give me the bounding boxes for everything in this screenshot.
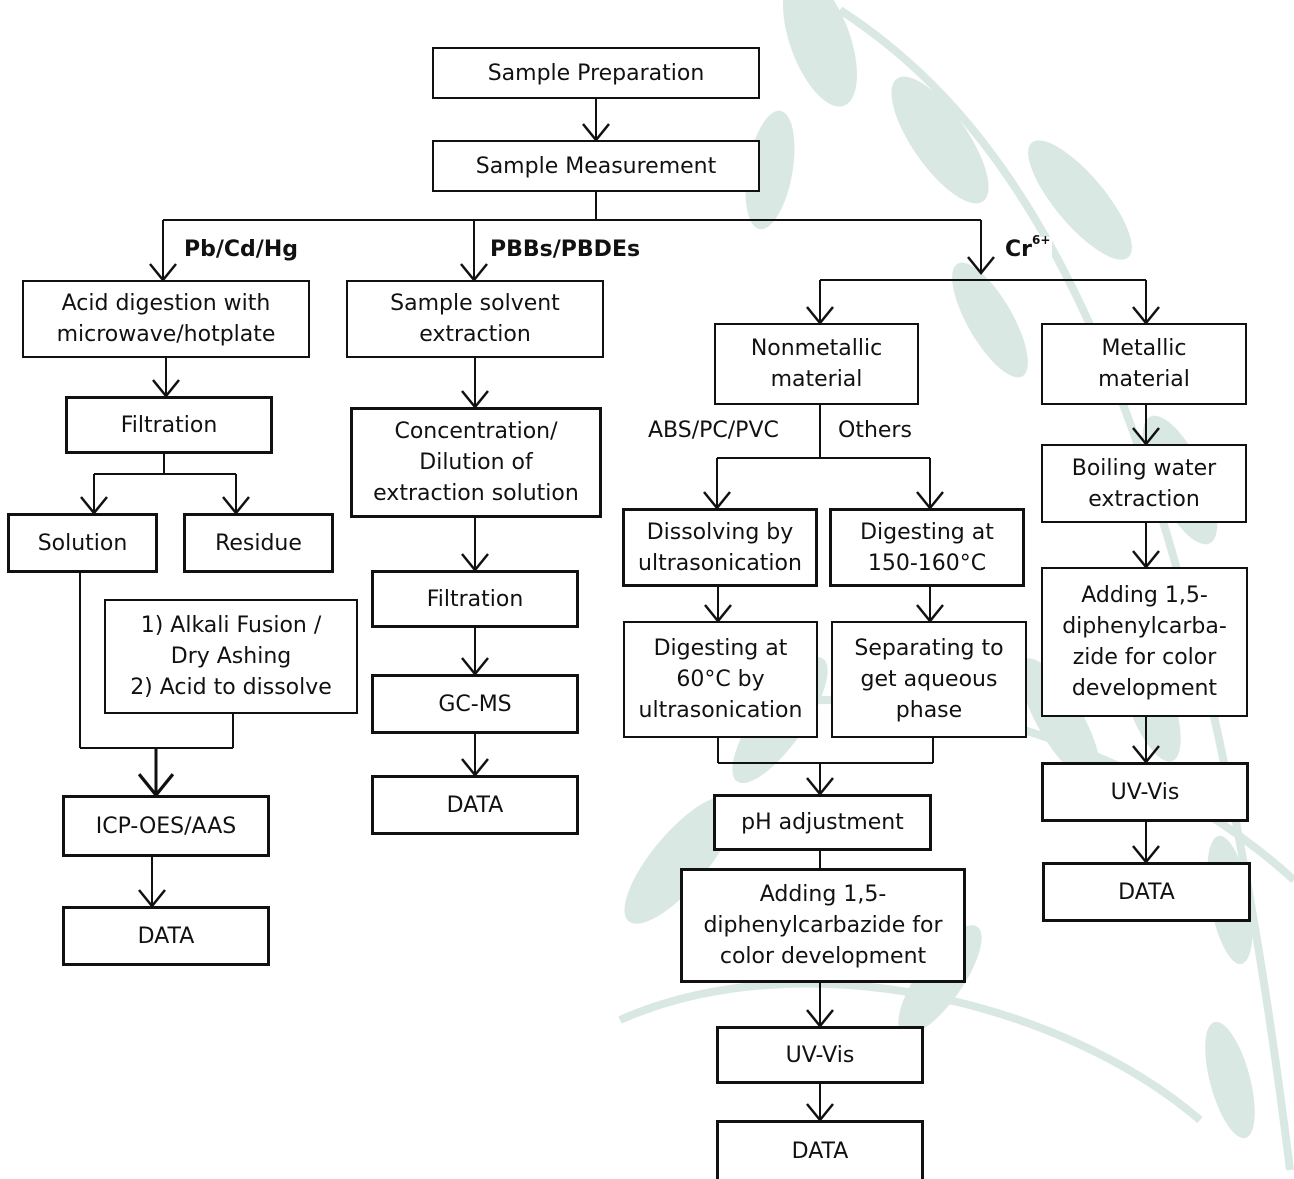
label-cr6-text: Cr [1005,237,1032,262]
leaf-shape-5 [952,262,1028,378]
node-adding-diphenylcarbazide-1: Adding 1,5- diphenylcarbazide for color … [680,868,966,983]
leaf-shape-13 [1205,1021,1255,1139]
node-adding-diphenylcarbazide-2: Adding 1,5- diphenylcarba- zide for colo… [1041,567,1248,717]
node-gc-ms: GC-MS [371,674,579,734]
leaf-shape-11 [1019,658,1101,782]
node-data-2: DATA [371,775,579,835]
node-dissolving-ultrasonication: Dissolving by ultrasonication [622,508,818,587]
node-filtration-2: Filtration [371,570,579,628]
node-residue: Residue [183,513,334,573]
node-solution: Solution [7,513,158,573]
node-data-4: DATA [1042,862,1251,922]
node-data-3: DATA [716,1120,924,1179]
node-uv-vis-2: UV-Vis [1041,762,1249,822]
node-digesting-60-ultrasonication: Digesting at 60°C by ultrasonication [623,621,818,738]
label-cr6: Cr6+ [1003,234,1053,263]
node-boiling-water-extraction: Boiling water extraction [1041,444,1247,523]
leaf-shape-1 [783,0,857,107]
node-sample-solvent-extraction: Sample solvent extraction [346,280,604,358]
node-digesting-150-160: Digesting at 150-160°C [829,508,1025,587]
node-data-1: DATA [62,906,270,966]
node-acid-digestion: Acid digestion with microwave/hotplate [22,280,310,358]
node-uv-vis-1: UV-Vis [716,1026,924,1084]
label-cr6-superscript: 6+ [1032,232,1051,247]
label-abs-pc-pvc: ABS/PC/PVC [646,418,781,444]
node-concentration-dilution: Concentration/ Dilution of extraction so… [350,407,602,518]
leaf-shape-4 [1028,140,1132,260]
node-filtration-1: Filtration [65,396,273,454]
label-pb-cd-hg: Pb/Cd/Hg [182,237,300,263]
node-nonmetallic-material: Nonmetallic material [714,323,919,405]
leaf-shape-2 [891,76,989,204]
node-alkali-fusion: 1) Alkali Fusion / Dry Ashing 2) Acid to… [104,599,358,714]
node-sample-measurement: Sample Measurement [432,140,760,192]
node-separating-aqueous-phase: Separating to get aqueous phase [831,621,1027,738]
node-metallic-material: Metallic material [1041,323,1247,405]
arrow-head-10 [967,256,995,275]
label-pbbs-pbdes: PBBs/PBDEs [488,237,643,263]
node-icp-oes-aas: ICP-OES/AAS [62,795,270,857]
node-sample-preparation: Sample Preparation [432,47,760,99]
label-others: Others [836,418,914,444]
leaf-shape-10 [624,796,736,924]
node-ph-adjustment: pH adjustment [713,794,932,851]
